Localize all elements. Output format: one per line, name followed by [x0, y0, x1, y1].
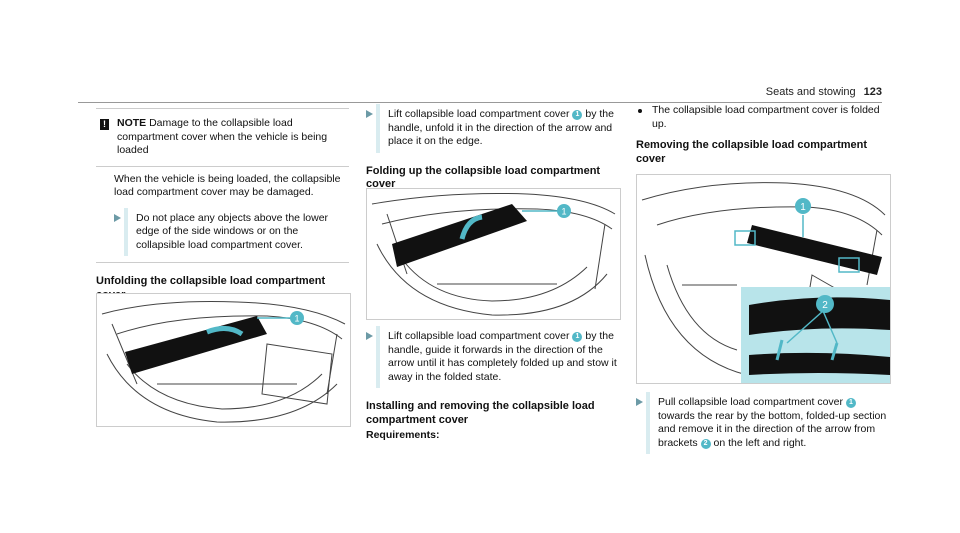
- column-3-lower: Pull collapsible load compartment cover …: [636, 392, 889, 454]
- step-text-b: towards the rear by the bottom, folded-u…: [658, 409, 887, 449]
- callout-2: 2: [822, 300, 828, 311]
- step-text-a: Lift collapsible load compartment cover: [388, 108, 570, 120]
- callout-1: 1: [294, 314, 299, 324]
- step-bar: [646, 392, 650, 454]
- step-arrow-icon: [114, 213, 121, 222]
- notice-heading: Damage to the collapsible load compartme…: [117, 117, 328, 156]
- callout-badge-2: 2: [700, 438, 711, 449]
- warning-icon: !: [100, 119, 109, 130]
- step-text-a: Pull collapsible load compartment cover: [658, 396, 844, 408]
- step-pull-remove: Pull collapsible load compartment cover …: [636, 392, 889, 454]
- callout-badge: 1: [572, 110, 583, 120]
- step-lift-unfold: Lift collapsible load compartment cover …: [366, 104, 619, 153]
- step-lift-fold: Lift collapsible load compartment cover …: [366, 326, 619, 388]
- notice-label: NOTE: [117, 117, 147, 129]
- notice-step-text: Do not place any objects above the lower…: [136, 211, 329, 251]
- step-text: Lift collapsible load compartment cover …: [388, 108, 619, 149]
- notice-step: Do not place any objects above the lower…: [114, 207, 349, 256]
- header-rule: [78, 102, 882, 103]
- step-text-c: on the left and right.: [713, 436, 807, 449]
- notice-body: When the vehicle is being loaded, the co…: [96, 167, 349, 263]
- step-text-b: by the handle, unfold it in the directio…: [388, 108, 614, 147]
- step-text-b: by the handle, guide it forwards in the …: [388, 330, 617, 383]
- heading-folding: Folding up the collapsible load compartm…: [366, 164, 601, 191]
- column-2-lower: Lift collapsible load compartment cover …: [366, 326, 619, 443]
- step-text-a: Lift collapsible load compartment cover: [388, 330, 570, 342]
- trunk-illustration-1: 1: [101, 301, 346, 423]
- notice-box: ! NOTE Damage to the collapsible load co…: [96, 108, 349, 263]
- notice-text: When the vehicle is being loaded, the co…: [114, 172, 341, 199]
- step-arrow-icon: [366, 332, 373, 340]
- bullet-text: The collapsible load compartment cover i…: [652, 104, 880, 130]
- requirement-bullet: The collapsible load compartment cover i…: [636, 104, 889, 131]
- trunk-illustration-2: 1: [371, 192, 616, 316]
- notice-heading-wrap: NOTE Damage to the collapsible load comp…: [117, 117, 349, 158]
- requirements-label: Requirements:: [366, 429, 440, 441]
- step-bar: [124, 207, 128, 256]
- callout-1b: 1: [561, 207, 566, 217]
- column-2: Lift collapsible load compartment cover …: [366, 104, 619, 198]
- notice-header: ! NOTE Damage to the collapsible load co…: [96, 109, 349, 166]
- column-3: The collapsible load compartment cover i…: [636, 104, 889, 172]
- callout-1c: 1: [800, 202, 806, 213]
- section-title: Seats and stowing: [765, 86, 856, 98]
- callout-badge: 1: [845, 398, 856, 408]
- bullet-dot: [638, 109, 642, 113]
- step-bar: [376, 326, 380, 388]
- page-number: 123: [863, 86, 882, 98]
- step-bar: [376, 104, 380, 153]
- step-arrow-icon: [636, 398, 643, 406]
- heading-removing: Removing the collapsible load compartmen…: [636, 139, 868, 165]
- page-header: Seats and stowing 123: [766, 86, 882, 98]
- figure-removing: 1 2: [636, 174, 891, 384]
- step-arrow-icon: [366, 110, 373, 118]
- figure-folding: 1: [366, 188, 621, 320]
- heading-install-remove: Installing and removing the collapsible …: [366, 400, 595, 426]
- figure-unfolding: 1: [96, 293, 351, 427]
- notice-divider: [96, 165, 349, 167]
- trunk-illustration-3: 1 2: [641, 182, 890, 383]
- step-text: Lift collapsible load compartment cover …: [388, 330, 619, 384]
- step-text: Pull collapsible load compartment cover …: [658, 396, 889, 450]
- callout-badge: 1: [572, 332, 583, 342]
- column-1: ! NOTE Damage to the collapsible load co…: [96, 108, 349, 308]
